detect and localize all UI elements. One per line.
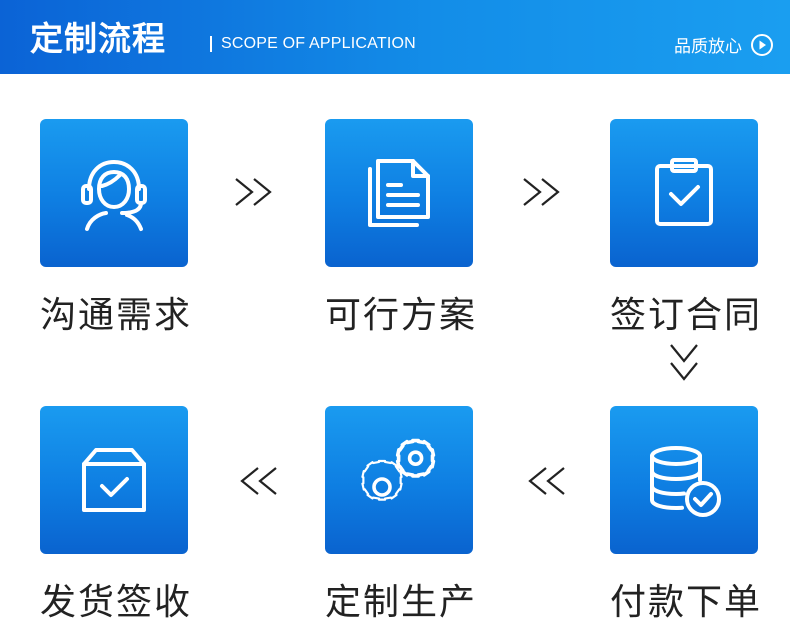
double-chevron-left-icon (240, 467, 277, 495)
quality-badge-label: 品质放心 (674, 37, 742, 57)
quality-badge[interactable]: 品质放心 (674, 32, 774, 57)
header-bar: 定制流程 SCOPE OF APPLICATION 品质放心 (0, 0, 790, 74)
step-tile (325, 406, 473, 554)
double-chevron-down-icon (670, 344, 698, 381)
process-step: 定制生产 (325, 406, 475, 623)
double-chevron-right-icon (235, 178, 272, 206)
process-step: 付款下单 (610, 406, 760, 623)
box-check-icon (82, 448, 146, 512)
step-tile (40, 406, 188, 554)
process-step: 签订合同 (610, 119, 760, 336)
step-tile (610, 406, 758, 554)
process-step: 沟通需求 (40, 119, 190, 336)
process-step: 发货签收 (40, 406, 190, 623)
step-tile (40, 119, 188, 267)
step-label: 付款下单 (609, 582, 762, 623)
step-tile (325, 119, 473, 267)
page-title: 定制流程 (30, 19, 166, 58)
page-subtitle: SCOPE OF APPLICATION (221, 35, 416, 52)
play-circle-icon (751, 33, 773, 56)
double-chevron-left-icon (528, 467, 565, 495)
step-tile (610, 119, 758, 267)
title-divider (210, 36, 212, 52)
clipboard-check-icon (655, 158, 713, 226)
step-label: 定制生产 (324, 582, 477, 623)
database-check-icon (650, 446, 721, 517)
customer-service-icon (81, 160, 147, 231)
double-chevron-right-icon (523, 178, 560, 206)
step-label: 签订合同 (609, 295, 762, 336)
document-icon (368, 159, 430, 227)
step-label: 可行方案 (324, 295, 477, 336)
step-label: 沟通需求 (39, 295, 192, 336)
step-label: 发货签收 (39, 582, 192, 623)
gears-icon (361, 438, 436, 501)
process-step: 可行方案 (325, 119, 475, 336)
